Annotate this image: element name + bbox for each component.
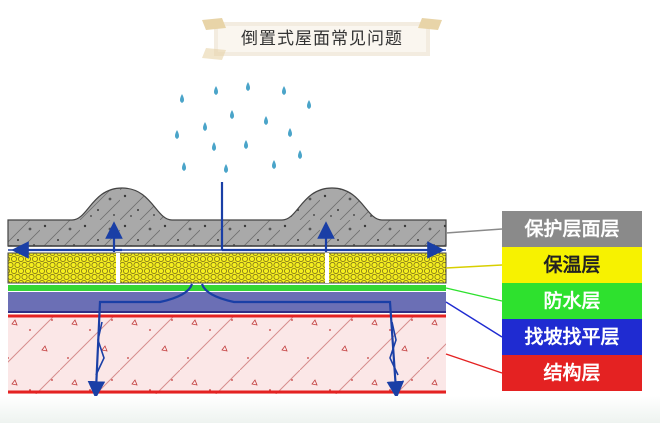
water-flow-arrows xyxy=(11,182,445,399)
legend-leveling-layer: 找坡找平层 xyxy=(502,319,642,355)
legend-insulation-layer: 保温层 xyxy=(502,247,642,283)
raindrops xyxy=(175,82,311,173)
roof-section-diagram xyxy=(7,82,503,399)
legend-protective-layer: 保护层面层 xyxy=(502,211,642,247)
legend-waterproof-layer: 防水层 xyxy=(502,283,642,319)
bottom-fade xyxy=(0,396,660,423)
structure-layer xyxy=(8,316,446,394)
insulation-layer xyxy=(7,252,447,284)
legend-leader-lines xyxy=(445,228,503,374)
legend-structure-layer: 结构层 xyxy=(502,355,642,391)
title-banner: 倒置式屋面常见问题 xyxy=(196,18,448,60)
banner-paper-icon xyxy=(202,18,442,60)
page-title: 倒置式屋面常见问题 xyxy=(241,29,403,49)
waterproof-layer xyxy=(8,285,446,291)
protective-layer xyxy=(7,187,447,247)
leveling-layer xyxy=(8,292,446,312)
